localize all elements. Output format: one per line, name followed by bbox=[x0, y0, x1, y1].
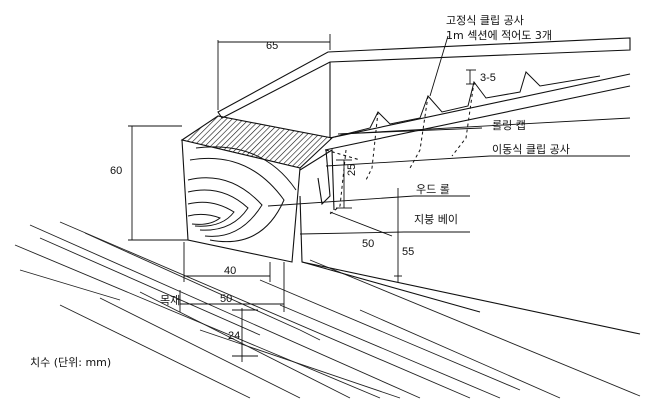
roof-bay-sheet bbox=[299, 149, 641, 335]
unit-note: 치수 (단위: mm) bbox=[30, 356, 112, 369]
timber-label: 목재 bbox=[160, 294, 181, 307]
dim-height: 60 bbox=[110, 165, 123, 177]
dim-plank-thickness: 24 bbox=[228, 330, 241, 342]
dim-clip-height: 25 bbox=[346, 163, 358, 176]
dim-bottom-width: 40 bbox=[224, 265, 237, 277]
fixed-clip-label: 고정식 클립 공사 bbox=[446, 14, 524, 27]
roof-bay-label: 지붕 베이 bbox=[414, 213, 458, 226]
dim-bay-depth: 50 bbox=[362, 238, 375, 250]
moving-clip-label: 이동식 클립 공사 bbox=[492, 143, 570, 156]
dim-gap: 3-5 bbox=[480, 72, 496, 84]
floor-planks bbox=[14, 221, 641, 399]
dim-base-width: 50 bbox=[220, 293, 233, 305]
callout-leaders bbox=[267, 35, 631, 235]
rolling-cap-label: 롤링 캡 bbox=[492, 119, 526, 132]
dim-bay-height: 55 bbox=[402, 246, 415, 258]
wood-roll-block bbox=[180, 115, 334, 263]
dim-top-width: 65 bbox=[266, 40, 279, 52]
fixed-clip-note: 1m 섹션에 적어도 3개 bbox=[446, 29, 553, 42]
dimension-lines bbox=[128, 34, 476, 362]
wood-roll-label: 우드 롤 bbox=[416, 183, 450, 196]
